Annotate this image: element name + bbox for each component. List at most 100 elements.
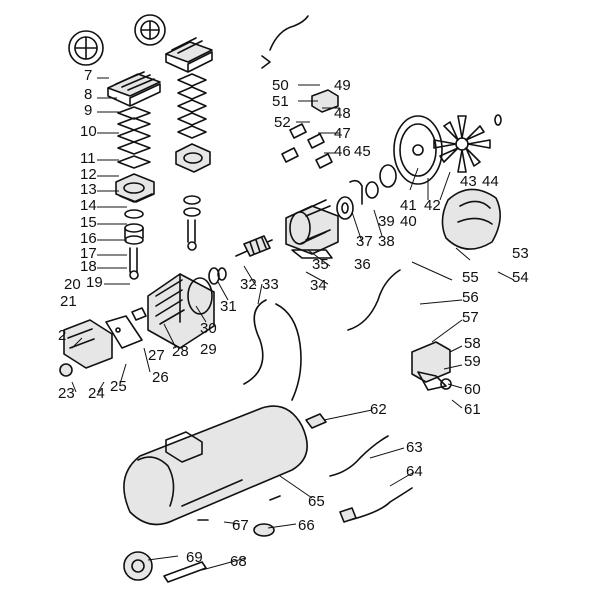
- pressure-switch: [411, 341, 452, 391]
- callout-51: 51: [272, 93, 289, 110]
- callout-31: 31: [220, 298, 237, 315]
- callout-37: 37: [356, 233, 373, 250]
- callout-44: 44: [482, 173, 499, 190]
- leader-lines: [71, 77, 515, 571]
- piston-left: [124, 209, 144, 280]
- callout-17: 17: [80, 245, 97, 262]
- valve-gasket-stack-right: [177, 73, 207, 139]
- callout-34: 34: [310, 277, 327, 294]
- callout-66: 66: [298, 517, 315, 534]
- callout-28: 28: [172, 343, 189, 360]
- callout-53: 53: [512, 245, 529, 262]
- rotor: [235, 235, 273, 257]
- callout-2: 2: [58, 327, 66, 344]
- callout-40: 40: [400, 213, 417, 230]
- callout-18: 18: [80, 258, 97, 275]
- callout-47: 47: [334, 125, 351, 142]
- callout-11: 11: [80, 150, 96, 167]
- callout-30: 30: [200, 320, 217, 337]
- callout-16: 16: [80, 230, 97, 247]
- callout-45: 45: [354, 143, 371, 160]
- callout-49: 49: [334, 77, 351, 94]
- valve-gasket-stack-left: [117, 106, 151, 169]
- air-filter-right: [134, 14, 166, 46]
- callout-13: 13: [80, 181, 97, 198]
- callout-23: 23: [58, 385, 75, 402]
- callout-42: 42: [424, 197, 441, 214]
- callout-64: 64: [406, 463, 423, 480]
- callout-9: 9: [84, 102, 92, 119]
- callout-60: 60: [464, 381, 481, 398]
- callout-labels: 7 8 9 10 11 12 13 14 15 16 17 18 19 20 2…: [58, 67, 529, 570]
- callout-36: 36: [354, 256, 371, 273]
- callout-48: 48: [334, 105, 351, 122]
- callout-69: 69: [186, 549, 203, 566]
- callout-67: 67: [232, 517, 249, 534]
- oil-cap: [59, 363, 73, 377]
- cylinder-right: [175, 143, 211, 251]
- callout-26: 26: [152, 369, 169, 386]
- callout-43: 43: [460, 173, 477, 190]
- callout-63: 63: [406, 439, 423, 456]
- callout-50: 50: [272, 77, 289, 94]
- rubber-foot: [253, 523, 275, 537]
- capacitor-a: [289, 123, 307, 139]
- callout-62: 62: [370, 401, 387, 418]
- junction-box: [311, 89, 339, 113]
- callout-25: 25: [110, 378, 127, 395]
- callout-14: 14: [80, 197, 97, 214]
- callout-68: 68: [230, 553, 247, 570]
- callout-21: 21: [60, 293, 77, 310]
- callout-7: 7: [84, 67, 92, 84]
- callout-10: 10: [80, 123, 97, 140]
- tank-wheel: [123, 551, 153, 581]
- crankcase-cover: [63, 319, 113, 369]
- callout-24: 24: [88, 385, 105, 402]
- end-ring-set: [336, 164, 397, 220]
- cylinder-head-left: [107, 71, 161, 107]
- callout-12: 12: [80, 166, 97, 183]
- fan-shroud: [441, 188, 501, 250]
- callout-38: 38: [378, 233, 395, 250]
- callout-32: 32: [240, 276, 257, 293]
- fan-nut: [494, 114, 502, 126]
- callout-54: 54: [512, 269, 529, 286]
- callout-15: 15: [80, 214, 97, 231]
- cover-plate: [105, 315, 143, 349]
- intake-hose: [261, 15, 309, 69]
- callout-57: 57: [462, 309, 479, 326]
- cooling-fan: [433, 115, 491, 173]
- bearing-seal-set: [208, 267, 227, 285]
- callout-61: 61: [464, 401, 481, 418]
- crankcase: [147, 273, 215, 349]
- check-valve: [305, 413, 327, 429]
- callout-41: 41: [400, 197, 417, 214]
- callout-27: 27: [148, 347, 165, 364]
- callout-58: 58: [464, 335, 481, 352]
- callout-19: 19: [86, 274, 103, 291]
- callout-20: 20: [64, 276, 81, 293]
- callout-29: 29: [200, 341, 217, 358]
- callout-65: 65: [308, 493, 325, 510]
- air-tank: [123, 405, 308, 526]
- callout-35: 35: [312, 256, 329, 273]
- unloader-tube: [347, 269, 401, 331]
- cylinder-head-right: [165, 37, 213, 73]
- motor-end-shield: [393, 115, 443, 185]
- callout-39: 39: [378, 213, 395, 230]
- callout-56: 56: [462, 289, 479, 306]
- cable-63: [329, 435, 389, 477]
- motor-housing: [285, 199, 339, 259]
- callout-46: 46: [334, 143, 351, 160]
- air-filter-left: [68, 30, 104, 66]
- capacitor-c: [307, 133, 325, 149]
- power-cord-64: [339, 487, 413, 523]
- callout-52: 52: [274, 114, 291, 131]
- wheel-axle: [163, 561, 207, 583]
- delivery-pipe: [243, 299, 302, 401]
- shaft-connector: [131, 307, 147, 321]
- capacitor-b: [281, 147, 299, 163]
- callout-55: 55: [462, 269, 479, 286]
